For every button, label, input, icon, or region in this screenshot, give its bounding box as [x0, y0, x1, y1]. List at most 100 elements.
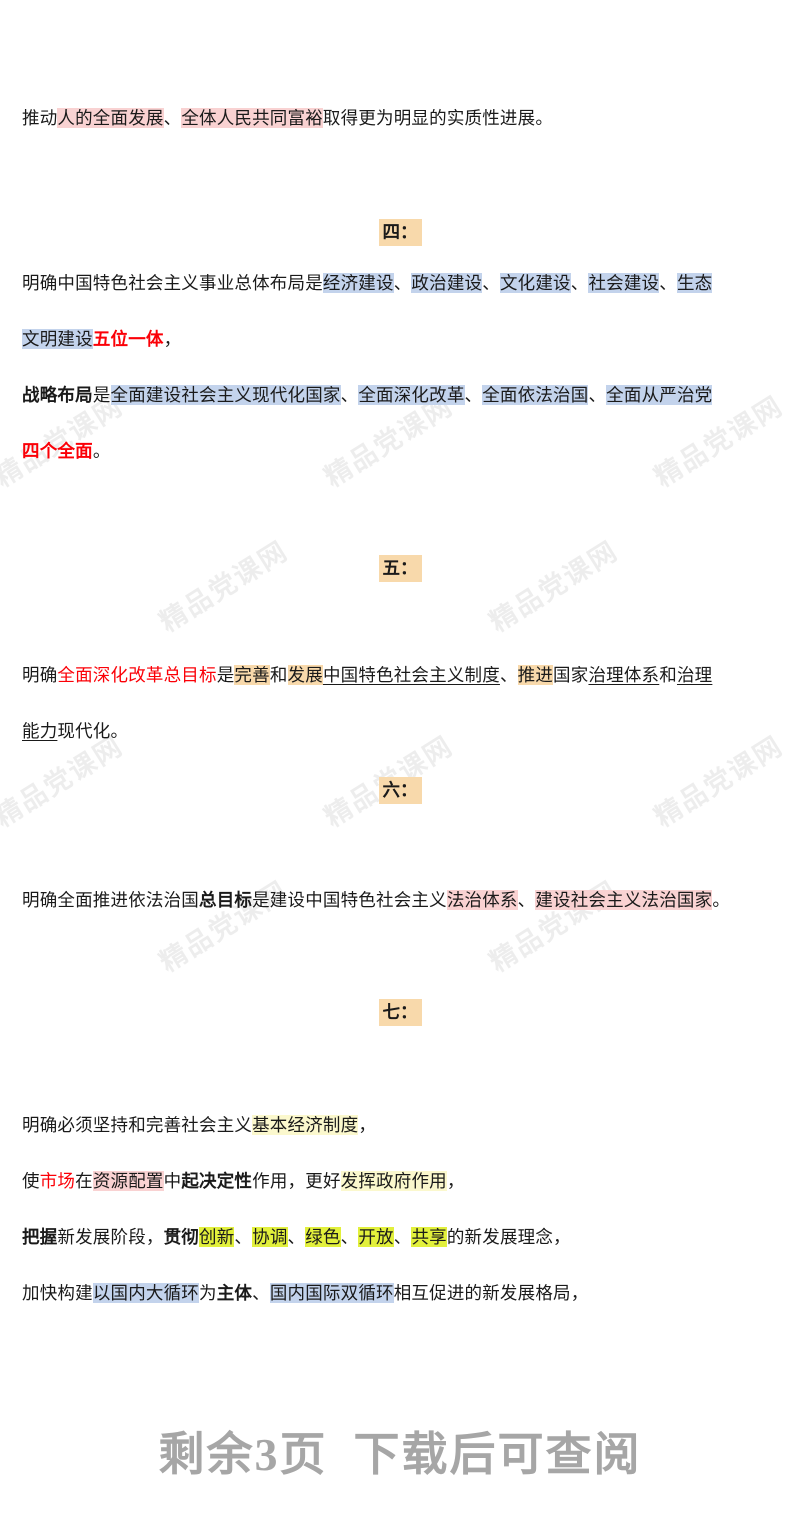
- heading-label: 七：: [378, 999, 422, 1026]
- highlight-lime-segment: 协调: [252, 1227, 288, 1247]
- paragraph-five-line2: 能力现代化。: [22, 721, 778, 743]
- text-segment: 。: [92, 441, 111, 461]
- footer-download-notice: 剩余3页下载后可查阅: [0, 1418, 800, 1484]
- text-segment: 、: [340, 385, 359, 405]
- highlight-yellow-segment: 发挥政府作用: [340, 1171, 447, 1191]
- underline-segment: 治理体系: [588, 665, 660, 685]
- text-segment: 、: [499, 665, 518, 685]
- text-segment: 、: [393, 273, 412, 293]
- text-segment: 是建设中国特色社会主义: [252, 890, 447, 910]
- bold-segment: 起决定性: [181, 1171, 253, 1191]
- text-segment: 使: [22, 1171, 40, 1191]
- text-segment: ，: [358, 1115, 377, 1135]
- footer-download-hint: 下载后可查阅: [353, 1429, 642, 1480]
- highlight-pink-segment: 资源配置: [92, 1171, 164, 1191]
- text-segment: 中: [163, 1171, 182, 1191]
- highlight-blue-segment: 生态: [676, 273, 713, 293]
- highlight-lime-segment: 开放: [358, 1227, 394, 1247]
- text-segment: 为: [199, 1283, 217, 1303]
- paragraph-intro: 推动人的全面发展、全体人民共同富裕取得更为明显的实质性进展。: [22, 108, 778, 130]
- text-segment: 、: [393, 1227, 412, 1247]
- highlight-blue-segment: 以国内大循环: [92, 1283, 200, 1303]
- text-segment: 、: [464, 385, 483, 405]
- underline-segment: 能力: [22, 721, 58, 741]
- red-segment: 市场: [39, 1171, 76, 1191]
- highlight-blue-segment: 文明建设: [22, 329, 93, 349]
- underline-segment: 中国特色社会主义制度: [322, 665, 500, 685]
- text-segment: 在: [75, 1171, 93, 1191]
- text-segment: 、: [482, 273, 500, 293]
- red-bold-segment: 四个全面: [22, 441, 93, 461]
- underline-segment: 治理: [676, 665, 713, 685]
- text-segment: 是: [216, 665, 235, 685]
- section-heading-four: 四：: [0, 219, 800, 246]
- footer-remaining-pages: 剩余3页: [158, 1429, 328, 1480]
- text-segment: 相互促进的新发展格局，: [393, 1283, 589, 1303]
- section-heading-seven: 七：: [0, 999, 800, 1026]
- highlight-blue-segment: 全面建设社会主义现代化国家: [110, 385, 341, 405]
- text-segment: 、: [517, 890, 536, 910]
- text-segment: 加快构建: [22, 1283, 93, 1303]
- paragraph-five-line1: 明确全面深化改革总目标是完善和发展中国特色社会主义制度、推进国家治理体系和治理: [22, 665, 778, 687]
- paragraph-four-line1: 明确中国特色社会主义事业总体布局是经济建设、政治建设、文化建设、社会建设、生态: [22, 273, 778, 295]
- text-segment: 国家: [553, 665, 589, 685]
- text-segment: ，: [446, 1171, 465, 1191]
- paragraph-six-line1: 明确全面推进依法治国总目标是建设中国特色社会主义法治体系、建设社会主义法治国家。: [22, 890, 778, 912]
- text-segment: 是: [92, 385, 111, 405]
- highlight-orange-segment: 完善: [234, 665, 270, 685]
- paragraph-seven-line1: 明确必须坚持和完善社会主义基本经济制度，: [22, 1115, 778, 1137]
- bold-segment: 主体: [216, 1283, 253, 1303]
- text-segment: 。: [712, 890, 731, 910]
- text-segment: 现代化。: [57, 721, 129, 741]
- heading-label: 四：: [378, 219, 422, 246]
- highlight-blue-segment: 全面依法治国: [482, 385, 589, 405]
- bold-segment: 总目标: [199, 890, 253, 910]
- watermark-text: 精品党课网: [154, 875, 294, 978]
- text-segment: 和: [659, 665, 677, 685]
- paragraph-four-line4: 四个全面。: [22, 441, 778, 463]
- highlight-pink-segment: 建设社会主义法治国家: [535, 890, 713, 910]
- text-segment: 明确: [22, 665, 58, 685]
- highlight-lime-segment: 绿色: [305, 1227, 341, 1247]
- text-segment: 、: [659, 273, 677, 293]
- highlight-orange-segment: 推进: [517, 665, 554, 685]
- watermark-text: 精品党课网: [484, 535, 624, 638]
- section-heading-five: 五：: [0, 555, 800, 582]
- paragraph-four-line2: 文明建设五位一体，: [22, 329, 778, 351]
- red-segment: 全面深化改革总目标: [57, 665, 217, 685]
- text-segment: 取得更为明显的实质性进展。: [322, 108, 554, 128]
- text-segment: 明确必须坚持和完善社会主义: [22, 1115, 253, 1135]
- highlight-orange-segment: 发展: [287, 665, 323, 685]
- heading-label: 六：: [378, 777, 422, 804]
- text-segment: 新发展阶段，: [57, 1227, 164, 1247]
- highlight-pink-segment: 法治体系: [446, 890, 518, 910]
- highlight-blue-segment: 经济建设: [322, 273, 394, 293]
- text-segment: 、: [570, 273, 589, 293]
- highlight-lime-segment: 创新: [199, 1227, 235, 1247]
- heading-label: 五：: [378, 555, 422, 582]
- text-segment: 和: [269, 665, 288, 685]
- bold-segment: 战略布局: [22, 385, 93, 405]
- text-segment: 、: [252, 1283, 270, 1303]
- text-segment: 、: [234, 1227, 253, 1247]
- paragraph-four-line3: 战略布局是全面建设社会主义现代化国家、全面深化改革、全面依法治国、全面从严治党: [22, 385, 778, 407]
- text-segment: 明确中国特色社会主义事业总体布局是: [22, 273, 323, 293]
- paragraph-seven-line4: 加快构建以国内大循环为主体、国内国际双循环相互促进的新发展格局，: [22, 1283, 778, 1305]
- watermark-text: 精品党课网: [484, 875, 624, 978]
- text-segment: 推动: [22, 108, 58, 128]
- watermark-text: 精品党课网: [154, 535, 294, 638]
- bold-segment: 贯彻: [163, 1227, 200, 1247]
- text-segment: 、: [287, 1227, 306, 1247]
- section-heading-six: 六：: [0, 777, 800, 804]
- highlight-blue-segment: 社会建设: [588, 273, 660, 293]
- highlight-blue-segment: 国内国际双循环: [269, 1283, 394, 1303]
- text-segment: 、: [340, 1227, 359, 1247]
- text-segment: 、: [163, 108, 182, 128]
- paragraph-seven-line2: 使市场在资源配置中起决定性作用，更好发挥政府作用，: [22, 1171, 778, 1193]
- highlight-blue-segment: 全面从严治党: [606, 385, 713, 405]
- highlight-pink-segment: 人的全面发展: [57, 108, 164, 128]
- text-segment: ，: [163, 329, 182, 349]
- highlight-lime-segment: 共享: [411, 1227, 447, 1247]
- highlight-pink-segment: 全体人民共同富裕: [181, 108, 323, 128]
